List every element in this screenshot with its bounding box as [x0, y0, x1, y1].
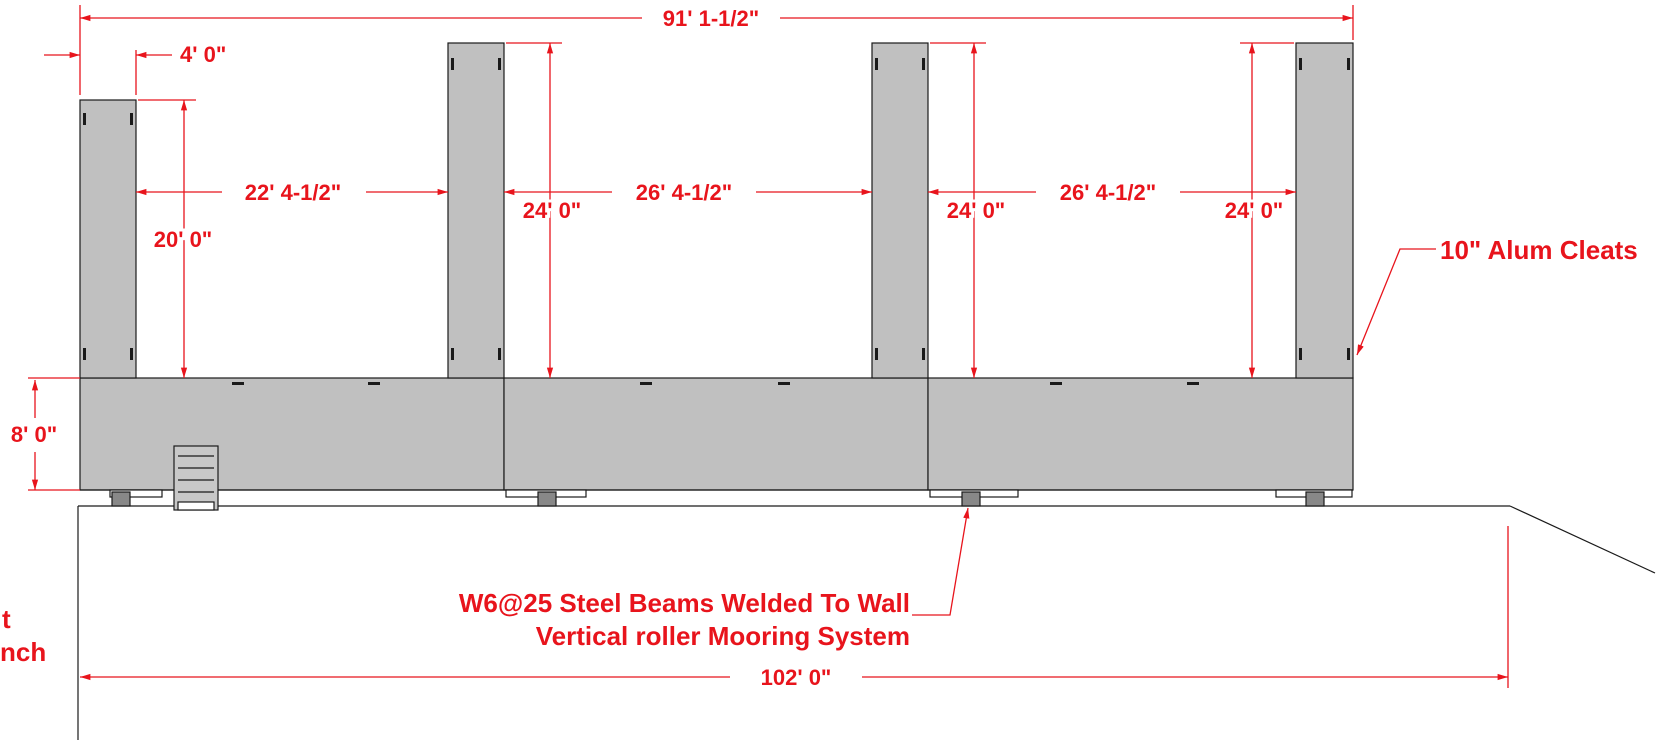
cleat-icon — [451, 348, 454, 360]
finger-pier-3 — [871, 42, 929, 379]
finger-pier-4 — [1295, 42, 1354, 379]
cleats-callout-label: 10" Alum Cleats — [1440, 235, 1638, 265]
dim-gap-2: 26' 4-1/2" — [504, 180, 872, 205]
cleat-icon — [875, 58, 878, 70]
cleat-icon — [451, 58, 454, 70]
dim-finger4-length: 24' 0" — [1222, 42, 1294, 378]
roller-mooring-brackets — [109, 489, 1353, 507]
ladder — [173, 445, 219, 511]
cleat-icon — [130, 348, 133, 360]
finger-pier-1 — [79, 99, 137, 379]
dim-gap-3: 26' 4-1/2" — [928, 180, 1296, 205]
wall-length-label: 102' 0" — [761, 665, 832, 690]
roller-bracket-icon — [1305, 491, 1325, 507]
cropped-left-text: t nch — [0, 604, 46, 667]
finger3-length-label: 24' 0" — [947, 198, 1005, 223]
cleat-icon — [875, 348, 878, 360]
cleat-icon — [498, 348, 501, 360]
callout-cleats: 10" Alum Cleats — [1356, 235, 1638, 356]
finger4-length-label: 24' 0" — [1225, 198, 1283, 223]
dim-overall-width: 91' 1-1/2" — [79, 5, 1354, 95]
dim-gap-1: 22' 4-1/2" — [136, 180, 448, 205]
cleat-icon — [1299, 348, 1302, 360]
dim-finger3-length: 24' 0" — [930, 42, 1008, 378]
main-dock-width-label: 8' 0" — [11, 422, 57, 447]
cleat-icon — [640, 382, 652, 385]
dim-wall-length: 102' 0" — [80, 526, 1509, 690]
cropped-text-line2: nch — [0, 637, 46, 667]
dock-section-2 — [503, 377, 929, 491]
cleat-icon — [83, 348, 86, 360]
cropped-text-line1: t — [2, 604, 11, 634]
seawall — [77, 505, 1656, 740]
dim-finger1-length: 20' 0" — [138, 99, 215, 378]
cleat-icon — [1050, 382, 1062, 385]
roller-bracket-icon — [961, 491, 981, 507]
dock-section-3 — [927, 377, 1354, 491]
cleat-icon — [232, 382, 244, 385]
beams-callout-line2: Vertical roller Mooring System — [536, 621, 910, 651]
dim-finger1-width: 4' 0" — [44, 42, 226, 95]
cleat-icon — [368, 382, 380, 385]
cleat-icon — [778, 382, 790, 385]
cleat-icon — [922, 58, 925, 70]
cleat-icon — [498, 58, 501, 70]
cleat-icon — [1299, 58, 1302, 70]
main-dock — [79, 377, 1354, 491]
cleat-icon — [83, 113, 86, 125]
dim-main-dock-width: 8' 0" — [11, 377, 80, 491]
finger1-length-label: 20' 0" — [154, 227, 212, 252]
cleat-icon — [130, 113, 133, 125]
gap1-label: 22' 4-1/2" — [245, 180, 341, 205]
finger-pier-2 — [447, 42, 505, 379]
dock-section-1 — [79, 377, 505, 491]
dim-finger2-length: 24' 0" — [506, 42, 584, 378]
finger1-width-label: 4' 0" — [180, 42, 226, 67]
overall-width-label: 91' 1-1/2" — [663, 6, 759, 31]
cleat-icon — [1347, 58, 1350, 70]
callout-beams: W6@25 Steel Beams Welded To Wall Vertica… — [459, 507, 970, 651]
beams-callout-line1: W6@25 Steel Beams Welded To Wall — [459, 588, 910, 618]
gap3-label: 26' 4-1/2" — [1060, 180, 1156, 205]
cleat-icon — [922, 348, 925, 360]
roller-bracket-icon — [111, 491, 131, 507]
finger2-length-label: 24' 0" — [523, 198, 581, 223]
cleat-icon — [1187, 382, 1199, 385]
cleats — [83, 58, 1350, 385]
cleat-icon — [1347, 348, 1350, 360]
gap2-label: 26' 4-1/2" — [636, 180, 732, 205]
roller-bracket-icon — [537, 491, 557, 507]
finger-piers — [79, 42, 1354, 379]
